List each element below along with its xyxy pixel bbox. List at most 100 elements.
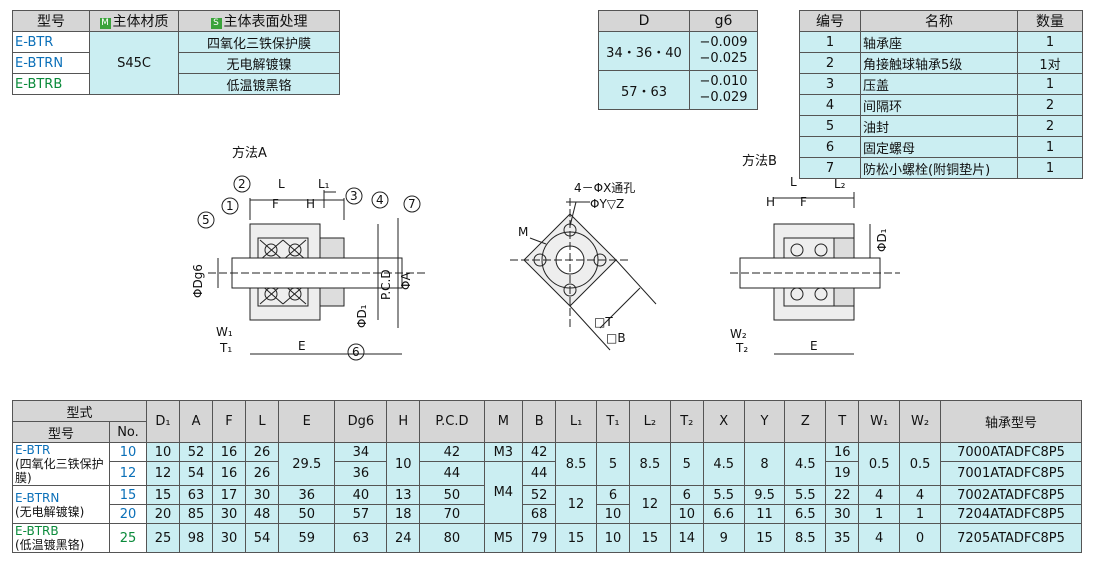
dim-l: L xyxy=(790,175,797,189)
cell: 24 xyxy=(386,523,421,553)
hole-note: 4－ΦX通孔 xyxy=(574,181,635,195)
row-no: 15 xyxy=(109,485,147,505)
cell: 5 xyxy=(669,442,704,486)
cell: 26 xyxy=(245,461,280,486)
dim-d1: ΦD₁ xyxy=(875,228,889,252)
part-no: 6 xyxy=(799,136,861,158)
g6-header: g6 xyxy=(689,10,758,32)
cell: 30 xyxy=(212,504,247,524)
cell: 85 xyxy=(179,504,214,524)
cell: 52 xyxy=(179,442,214,462)
dim-h: H xyxy=(306,197,315,211)
bearing-cell: 7002ATADFC8P5 xyxy=(940,485,1082,505)
part-name: 角接触球轴承5级 xyxy=(860,52,1018,74)
part-no: 1 xyxy=(799,31,861,53)
material-cell: S45C xyxy=(89,31,179,95)
part-qty: 1 xyxy=(1017,157,1083,179)
cell: 54 xyxy=(179,461,214,486)
cell: 11 xyxy=(743,504,786,524)
col-header: Y xyxy=(743,400,786,443)
col-header: T xyxy=(825,400,860,443)
cell: 10 xyxy=(595,504,630,524)
method-b-label: 方法B xyxy=(742,154,777,169)
model-cell: E-BTR xyxy=(12,31,90,53)
cell: M5 xyxy=(483,523,524,553)
cell: 40 xyxy=(334,485,388,505)
col-header: M xyxy=(483,400,524,443)
cell: 30 xyxy=(825,504,860,524)
hole-note-2: ΦY▽Z xyxy=(590,197,624,211)
dim-t: □T xyxy=(594,315,613,329)
part-name: 油封 xyxy=(860,115,1018,137)
cell: 4 xyxy=(858,523,901,553)
dim-f: F xyxy=(272,197,279,211)
col-header: W₂ xyxy=(899,400,941,443)
dim-b: □B xyxy=(606,331,626,345)
cell: 9 xyxy=(702,523,745,553)
dim-l2: L₂ xyxy=(834,177,846,191)
callout-5: 5 xyxy=(202,213,210,227)
cell: 80 xyxy=(419,523,485,553)
dim-m: M xyxy=(518,225,528,239)
cell: 10 xyxy=(145,442,181,462)
col-header: Dg6 xyxy=(334,400,388,443)
cell: 0.5 xyxy=(858,442,901,486)
dim-dg6: ΦDg6 xyxy=(191,264,205,298)
d-cell: 34・36・40 xyxy=(598,31,690,71)
dim-d1: ΦD₁ xyxy=(355,304,369,328)
cell: 10 xyxy=(669,504,704,524)
model-cell: E-BTRB(低温镀黑铬) xyxy=(12,523,110,553)
d-header: D xyxy=(598,10,690,32)
model-cell: E-BTR(四氧化三铁保护膜) xyxy=(12,442,110,486)
cell: 6 xyxy=(669,485,704,505)
cell: 50 xyxy=(278,504,336,524)
model-header: 型号 xyxy=(12,421,110,443)
cell: 4 xyxy=(858,485,901,505)
cell: 63 xyxy=(334,523,388,553)
cell: 26 xyxy=(245,442,280,462)
col-header: H xyxy=(386,400,421,443)
part-no: 3 xyxy=(799,73,861,95)
callout-6: 6 xyxy=(352,345,360,359)
bearing-header: 轴承型号 xyxy=(940,400,1082,443)
row-no: 10 xyxy=(109,442,147,462)
cell: 15 xyxy=(743,523,786,553)
part-name: 防松小螺栓(附铜垫片) xyxy=(860,157,1018,179)
dim-w1: W₁ xyxy=(216,325,233,339)
model-cell: E-BTRN(无电解镀镍) xyxy=(12,485,110,524)
part-no: 7 xyxy=(799,157,861,179)
col-header: Z xyxy=(784,400,827,443)
part-qty: 1对 xyxy=(1017,52,1083,74)
cell: 6 xyxy=(595,485,630,505)
qty-header: 数量 xyxy=(1017,10,1083,32)
model-cell: E-BTRB xyxy=(12,73,90,95)
cell: 44 xyxy=(419,461,485,486)
col-header: T₂ xyxy=(669,400,704,443)
tolerance-table: D g6 34・36・40 −0.009−0.025 57・63 −0.010−… xyxy=(598,10,758,110)
cell: 36 xyxy=(278,485,336,505)
cell: 36 xyxy=(334,461,388,486)
col-header: A xyxy=(179,400,214,443)
surface-cell: 无电解镀镍 xyxy=(178,52,340,74)
cell: 30 xyxy=(212,523,247,553)
callout-3: 3 xyxy=(350,189,358,203)
cell: 1 xyxy=(899,504,941,524)
cell: 19 xyxy=(825,461,860,486)
name-header: 名称 xyxy=(860,10,1018,32)
cell: 30 xyxy=(245,485,280,505)
cell: 8.5 xyxy=(784,523,827,553)
cell: 8.5 xyxy=(628,442,671,486)
no-header: 编号 xyxy=(799,10,861,32)
dim-t1: T₁ xyxy=(219,341,232,355)
cell: 12 xyxy=(555,485,597,524)
surface-cell: 四氧化三铁保护膜 xyxy=(178,31,340,53)
cell: 79 xyxy=(522,523,557,553)
cell: 16 xyxy=(212,461,247,486)
dim-f: F xyxy=(800,195,807,209)
dimension-table: 型式 D₁ A F L E Dg6 H P.C.D M B L₁ T₁ L₂ T… xyxy=(12,400,1082,553)
cell: 52 xyxy=(522,485,557,505)
cell: 10 xyxy=(386,442,421,486)
cell: 4.5 xyxy=(702,442,745,486)
callout-1: 1 xyxy=(226,199,234,213)
row-no: 25 xyxy=(109,523,147,553)
